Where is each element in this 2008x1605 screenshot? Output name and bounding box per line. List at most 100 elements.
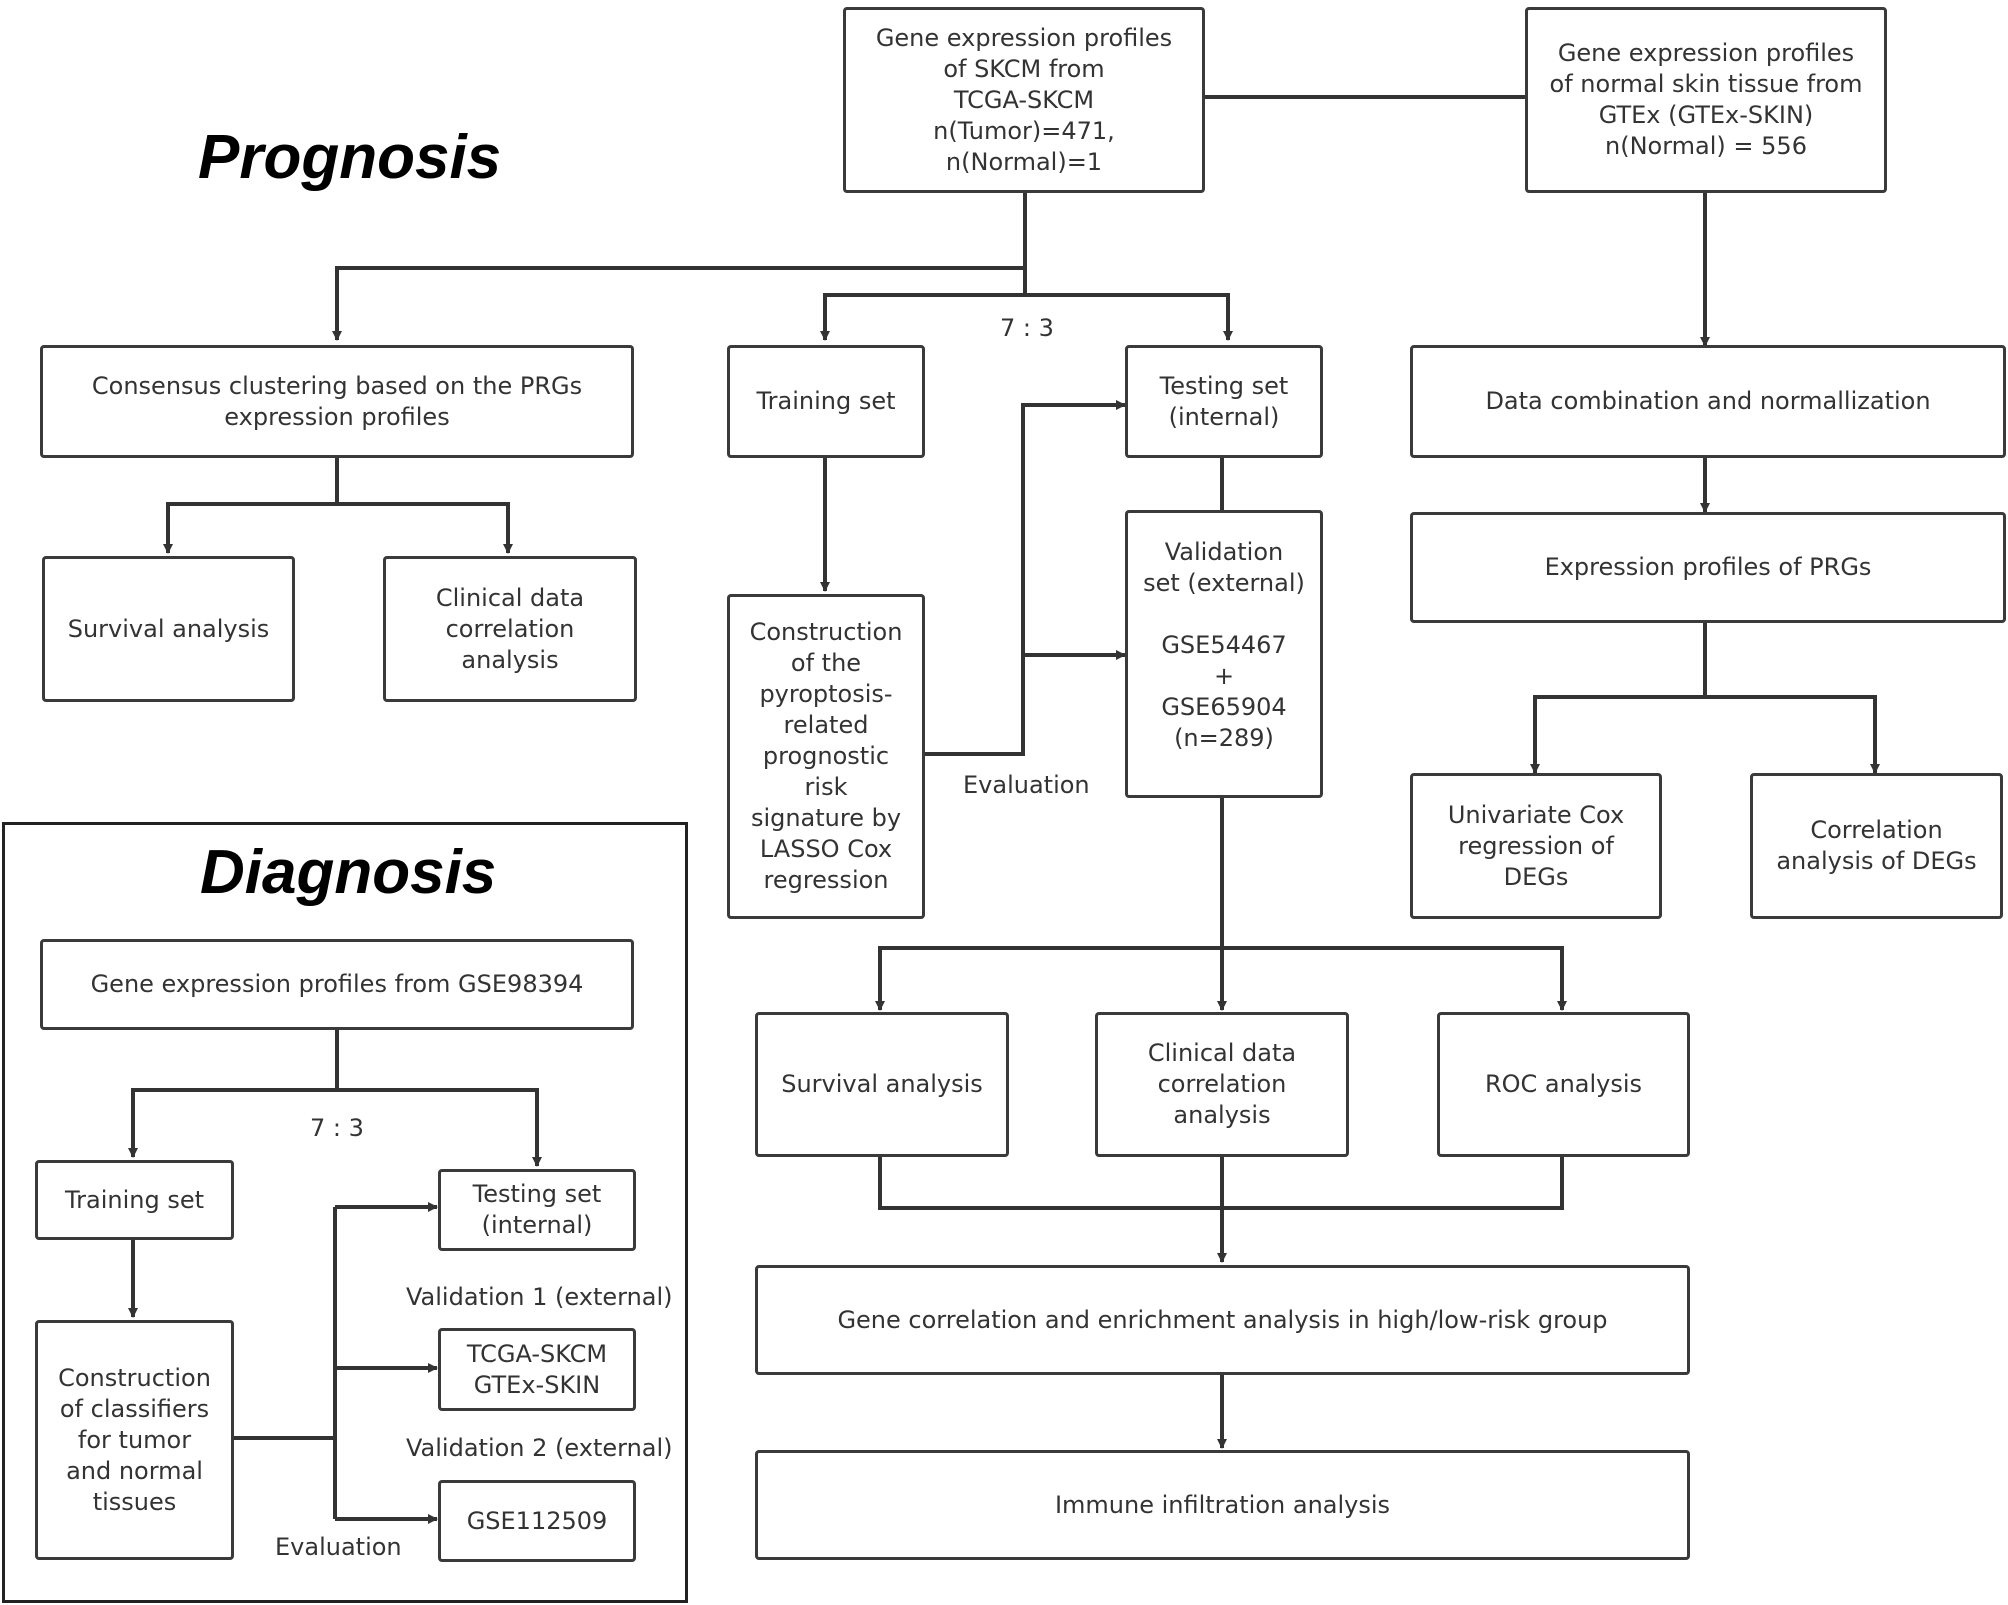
text-line: set (external)	[1143, 569, 1305, 597]
text-line: n(Normal) = 556	[1605, 132, 1807, 160]
validation-2-label: Validation 2 (external)	[406, 1434, 673, 1462]
text-line: GSE65904	[1161, 693, 1287, 721]
text-line: of classifiers	[59, 1394, 210, 1423]
text-line: analysis	[1173, 1101, 1271, 1129]
text-line: Consensus clustering based on the PRGs	[91, 371, 583, 400]
text-line: of SKCM from	[943, 54, 1105, 83]
text-line: Training set	[756, 387, 896, 415]
roc-analysis-box: ROC analysis	[1437, 1012, 1690, 1157]
text-line: GTEx (GTEx-SKIN)	[1598, 101, 1814, 129]
text-line: Testing set	[1159, 371, 1289, 400]
diag-split-ratio-label: 7 : 3	[310, 1114, 364, 1142]
connector-diag-to-testing	[337, 1088, 542, 1167]
text-line: Survival analysis	[781, 1070, 983, 1098]
text-line: TCGA-SKCM	[466, 1339, 608, 1368]
text-line: (internal)	[1168, 402, 1280, 431]
text-line: tissues	[92, 1487, 177, 1516]
text-line: expression profiles	[224, 402, 450, 431]
connector-evaluation-trunk	[925, 400, 1126, 756]
diag-training-set-box: Training set	[35, 1160, 234, 1240]
text-line: Gene expression profiles	[1557, 39, 1855, 67]
text-line: Construction	[58, 1363, 211, 1392]
gene-correlation-enrichment-box: Gene correlation and enrichment analysis…	[755, 1265, 1690, 1375]
connector-to-clinical-left	[337, 502, 513, 554]
text-line: related	[783, 711, 869, 739]
text-line: Immune infiltration analysis	[1054, 1490, 1391, 1519]
text-line: GSE54467	[1161, 631, 1287, 659]
connector-to-univariate	[1530, 695, 1705, 774]
gtex-skin-profiles-box: Gene expression profiles of normal skin t…	[1525, 7, 1887, 193]
expression-profiles-prgs-box: Expression profiles of PRGs	[1410, 512, 2006, 623]
text-line: Clinical data	[1147, 1039, 1297, 1067]
gse112509-validation-box: GSE112509	[438, 1480, 636, 1562]
text-line: Training set	[64, 1185, 204, 1214]
text-line: DEGs	[1503, 862, 1569, 891]
connector-diag-to-training	[128, 1088, 337, 1158]
text-line: of the	[790, 649, 862, 677]
text-line: n(Normal)=1	[945, 147, 1103, 176]
text-line: ROC analysis	[1484, 1070, 1643, 1098]
gse98394-profiles-box: Gene expression profiles from GSE98394	[40, 939, 634, 1030]
clinical-correlation-risk-box: Clinical data correlation analysis	[1095, 1012, 1349, 1157]
text-line: (internal)	[481, 1211, 593, 1239]
text-line: correlation	[445, 614, 575, 643]
connector-to-survival-mid	[875, 946, 1222, 1011]
connector-to-correlation-degs	[1705, 695, 1880, 774]
text-line: GSE112509	[466, 1506, 608, 1535]
text-line: LASSO Cox	[759, 835, 893, 863]
connector-to-roc	[1222, 946, 1567, 1011]
text-line: GTEx-SKIN	[473, 1370, 601, 1399]
data-combination-box: Data combination and normallization	[1410, 345, 2006, 458]
text-line: Testing set	[472, 1180, 602, 1208]
text-line: pyroptosis-	[759, 680, 893, 708]
diagnosis-panel	[2, 822, 688, 1603]
text-line: Survival analysis	[67, 614, 270, 643]
text-line: analysis	[461, 645, 559, 674]
text-line: TCGA-SKCM	[953, 85, 1095, 114]
text-line: for tumor	[77, 1425, 192, 1454]
connector-to-training	[820, 293, 1025, 341]
survival-analysis-box: Survival analysis	[42, 556, 295, 702]
text-line: Validation	[1164, 538, 1284, 566]
diag-evaluation-label: Evaluation	[275, 1533, 402, 1561]
diagnosis-heading: Diagnosis	[200, 838, 497, 907]
text-line: Univariate Cox	[1447, 800, 1625, 829]
text-line: signature by	[750, 804, 902, 832]
connector-to-testing	[1025, 293, 1233, 341]
validation-1-label: Validation 1 (external)	[406, 1283, 673, 1311]
text-line: prognostic	[762, 742, 890, 770]
text-line: Correlation	[1810, 816, 1943, 844]
text-line: correlation	[1157, 1070, 1287, 1098]
text-line: Expression profiles of PRGs	[1544, 553, 1872, 581]
diag-testing-set-box: Testing set (internal)	[438, 1169, 636, 1251]
text-line: Gene expression profiles from GSE98394	[90, 970, 584, 998]
text-line: Gene correlation and enrichment analysis…	[837, 1305, 1608, 1334]
testing-set-box: Testing set(internal)	[1125, 345, 1323, 458]
evaluation-label: Evaluation	[963, 771, 1090, 799]
text-line: +	[1213, 662, 1235, 690]
survival-analysis-risk-box: Survival analysis	[755, 1012, 1009, 1157]
immune-infiltration-box: Immune infiltration analysis	[755, 1450, 1690, 1560]
text-line: and normal	[66, 1456, 203, 1485]
connector-to-consensus	[332, 266, 1025, 341]
correlation-degs-box: Correlation analysis of DEGs	[1750, 773, 2003, 919]
validation-set-box: Validation set (external) GSE54467 + GSE659…	[1125, 510, 1323, 798]
text-line	[1136, 599, 1312, 630]
text-line: risk	[804, 773, 848, 801]
lasso-signature-construction-box: Construction of the pyroptosis-related prog…	[727, 594, 925, 919]
text-line: of normal skin tissue from	[1549, 70, 1863, 98]
training-set-box: Training set	[727, 345, 925, 458]
split-ratio-label: 7 : 3	[1000, 314, 1054, 342]
prognosis-heading: Prognosis	[198, 123, 502, 192]
text-line: analysis of DEGs	[1776, 847, 1977, 875]
text-line: Construction	[749, 618, 903, 646]
text-line: n(Tumor)=471,	[933, 116, 1115, 145]
text-line: Data combination and normallization	[1485, 387, 1931, 415]
text-line: regression of	[1458, 831, 1614, 860]
